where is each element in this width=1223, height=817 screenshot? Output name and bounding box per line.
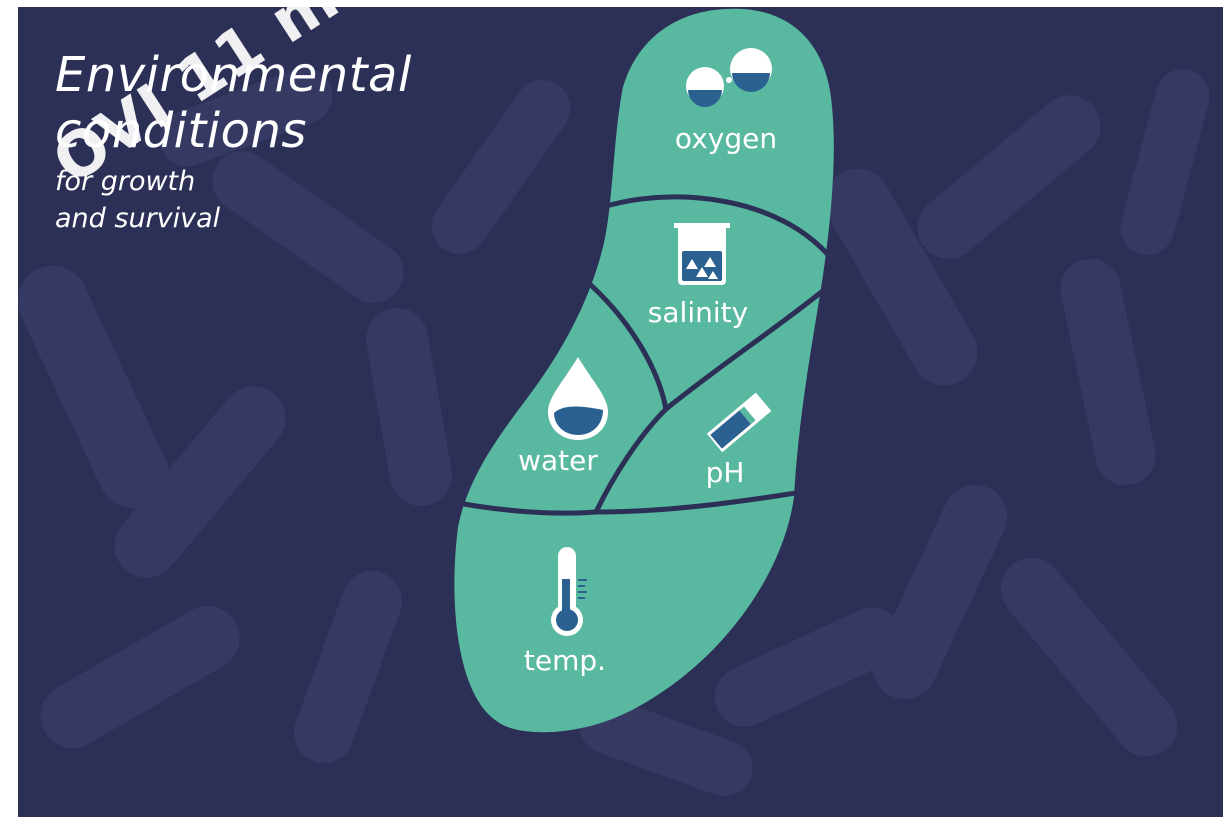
- label-salinity: salinity: [648, 296, 748, 329]
- salt-beaker-icon: [674, 223, 730, 285]
- window-left-edge: [0, 0, 18, 817]
- label-temp: temp.: [524, 644, 606, 677]
- slide: Environmental conditions for growth and …: [18, 7, 1223, 817]
- bacterium-shape: [454, 9, 833, 733]
- label-oxygen: oxygen: [675, 122, 777, 155]
- label-ph: pH: [706, 456, 745, 489]
- conditions-diagram: oxygen salinity water pH: [18, 7, 1223, 817]
- label-water: water: [518, 444, 598, 477]
